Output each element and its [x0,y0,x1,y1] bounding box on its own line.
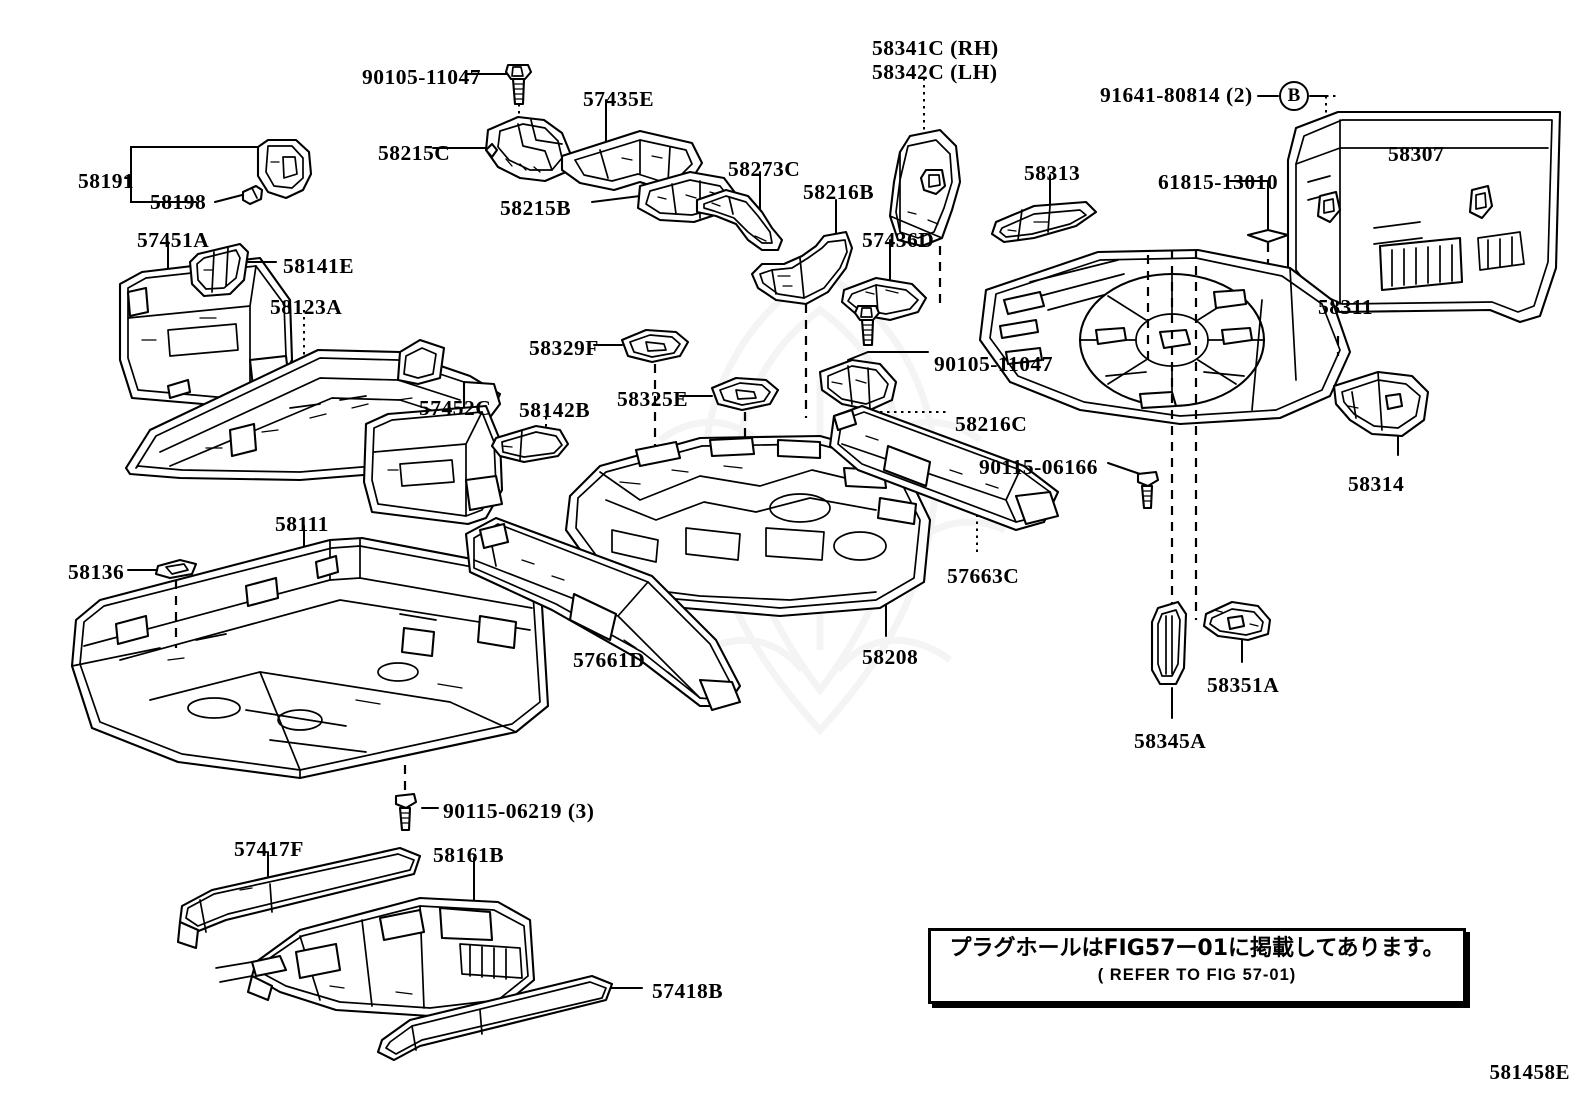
part-label-58345a[interactable]: 58345A [1134,729,1207,753]
part-label-58198[interactable]: 58198 [150,190,207,214]
part-label-91641-80814[interactable]: 91641-80814 (2) [1100,83,1253,107]
note-box: プラグホールはFIG57ー01に掲載してあります。 ( REFER TO FIG… [928,928,1466,1004]
part-label-58142b[interactable]: 58142B [519,398,591,422]
part-label-58216b[interactable]: 58216B [803,180,875,204]
background-watermark [633,265,1007,736]
part-label-90115-06166[interactable]: 90115-06166 [979,455,1098,479]
part-label-58136[interactable]: 58136 [68,560,125,584]
part-label-57418b[interactable]: 57418B [652,979,724,1003]
part-label-57435e[interactable]: 57435E [583,87,655,111]
part-label-58208[interactable]: 58208 [862,645,919,669]
part-label-58342c-lh[interactable]: 58342C (LH) [872,60,998,84]
part-label-57417f[interactable]: 57417F [234,837,304,861]
part-label-58216c[interactable]: 58216C [955,412,1028,436]
part-label-58325e[interactable]: 58325E [617,387,689,411]
part-label-90105-11047-top[interactable]: 90105-11047 [362,65,481,89]
note-japanese-text: プラグホールはFIG57ー01に掲載してあります。 [949,936,1445,961]
part-label-58311[interactable]: 58311 [1318,295,1374,319]
part-label-58341c-rh[interactable]: 58341C (RH) [872,36,999,60]
part-label-58215b[interactable]: 58215B [500,196,572,220]
part-label-58314[interactable]: 58314 [1348,472,1405,496]
part-label-58313[interactable]: 58313 [1024,161,1081,185]
part-label-57452c[interactable]: 57452C [419,396,492,420]
part-label-57436d[interactable]: 57436D [862,228,935,252]
part-label-58351a[interactable]: 58351A [1207,673,1280,697]
part-label-90105-11047-mid[interactable]: 90105-11047 [934,352,1053,376]
part-label-58111[interactable]: 58111 [275,512,329,536]
part-label-58329f[interactable]: 58329F [529,336,599,360]
figure-id: 581458E [1489,1060,1570,1084]
part-label-61815-13010[interactable]: 61815-13010 [1158,170,1279,194]
part-label-58273c[interactable]: 58273C [728,157,801,181]
part-label-58141e[interactable]: 58141E [283,254,355,278]
circle-callout-b: B [1279,81,1309,111]
part-label-90115-06219[interactable]: 90115-06219 (3) [443,799,595,823]
part-label-57661d[interactable]: 57661D [573,648,646,672]
part-label-58123a[interactable]: 58123A [270,295,343,319]
part-label-58161b[interactable]: 58161B [433,843,505,867]
part-label-58307[interactable]: 58307 [1388,142,1445,166]
part-label-58191[interactable]: 58191 [78,169,135,193]
note-english-text: ( REFER TO FIG 57-01) [1097,966,1297,985]
part-label-57451a[interactable]: 57451A [137,228,210,252]
part-label-57663c[interactable]: 57663C [947,564,1020,588]
part-label-58215c[interactable]: 58215C [378,141,451,165]
